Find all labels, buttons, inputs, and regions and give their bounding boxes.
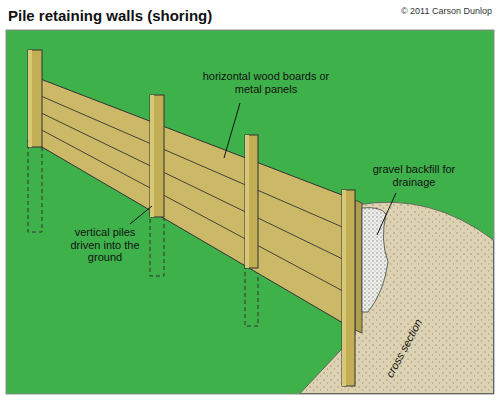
vertical-pile: [245, 135, 258, 268]
pile-highlight: [342, 190, 346, 386]
part-label: horizontal wood boards or metal panels: [196, 70, 336, 95]
grass-ground: [6, 30, 494, 394]
leader-line: [377, 193, 396, 235]
part-label: vertical piles driven into the ground: [60, 226, 150, 264]
board-seam: [30, 91, 355, 232]
vertical-pile: [342, 190, 355, 386]
leader-line: [130, 206, 152, 224]
board-end: [355, 200, 362, 333]
pile-highlight: [150, 95, 154, 217]
pile-highlight: [245, 135, 249, 268]
vertical-pile: [28, 50, 42, 147]
diagram-title: Pile retaining walls (shoring): [8, 7, 212, 24]
board-wall: [30, 75, 355, 330]
vertical-pile: [150, 95, 164, 217]
part-label: gravel backfill for drainage: [366, 163, 462, 188]
gravel-backfill: [362, 208, 388, 312]
board-seam: [30, 124, 355, 298]
buried-pile: [150, 210, 164, 276]
buried-pile: [28, 140, 42, 232]
copyright-note: © 2011 Carson Dunlop: [401, 6, 492, 16]
board-seam: [30, 108, 355, 266]
pile-highlight: [28, 50, 32, 147]
leader-line: [224, 103, 240, 158]
